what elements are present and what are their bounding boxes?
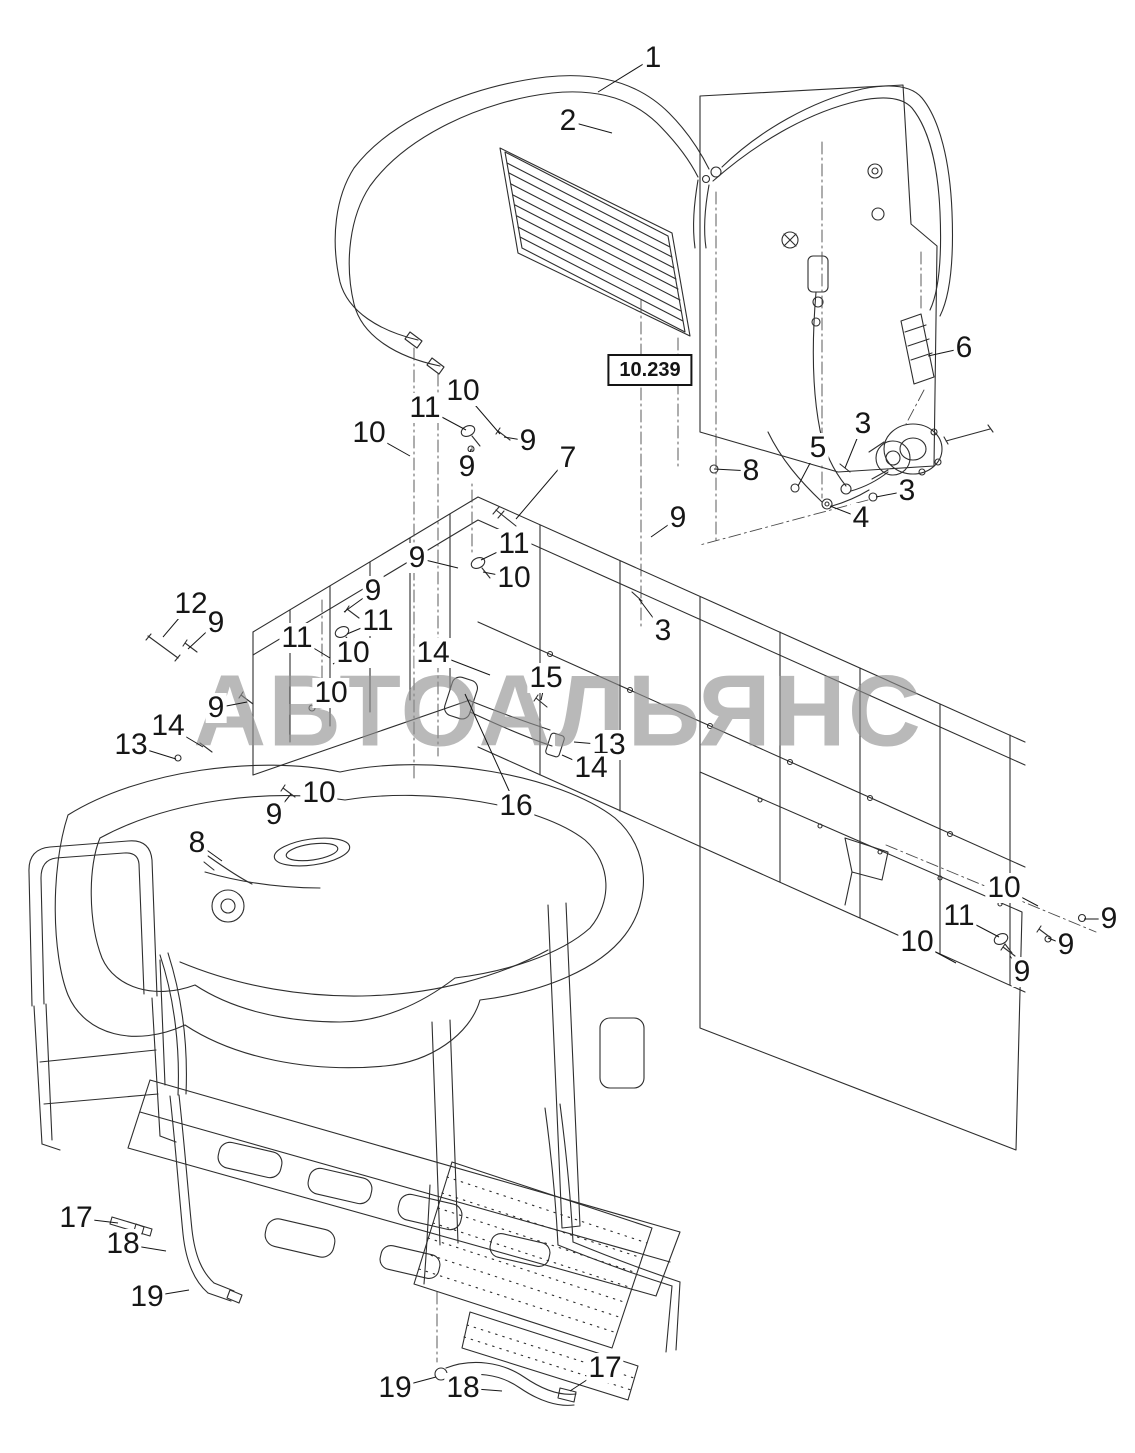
leader-line — [167, 725, 204, 748]
leader-line — [162, 603, 192, 638]
leader-line — [482, 571, 515, 579]
leader-line — [122, 1243, 167, 1252]
leader-line — [829, 505, 862, 519]
leader-line — [130, 744, 177, 760]
leader-line — [569, 1367, 606, 1392]
leader-line — [416, 557, 459, 569]
cab-structure — [127, 902, 681, 1297]
leader-line — [597, 57, 654, 93]
leader-line — [573, 741, 610, 746]
leader-line — [503, 436, 529, 442]
step-platform — [413, 1103, 681, 1401]
leader-line — [480, 543, 515, 561]
leader-line — [916, 941, 957, 964]
cab-roof — [54, 764, 644, 1069]
leader-line — [462, 1387, 503, 1392]
leader-line — [567, 120, 613, 134]
leader-line — [300, 780, 320, 794]
leader-line — [1047, 937, 1067, 946]
leader-line — [464, 693, 517, 807]
leader-line — [273, 793, 292, 816]
leader-line — [394, 1376, 437, 1389]
leader-line — [346, 620, 379, 635]
rear-panel — [699, 84, 938, 503]
condenser-core — [499, 147, 691, 337]
side-panel — [599, 771, 1023, 1151]
leader-line — [432, 652, 491, 676]
leader-line — [343, 590, 374, 613]
leader-line — [958, 915, 1000, 938]
leader-line — [927, 347, 965, 357]
reference-box: 10.239 — [607, 354, 693, 386]
leader-line — [75, 1217, 119, 1224]
leader-line — [797, 447, 819, 487]
leader-line — [332, 652, 354, 665]
leader-line — [638, 598, 664, 632]
leader-line — [424, 407, 467, 431]
rear-frame — [252, 496, 1026, 993]
leader-line — [1003, 887, 1039, 907]
leader-line — [875, 490, 908, 498]
leader-line — [296, 637, 331, 659]
leader-line — [844, 423, 864, 469]
leader-line — [466, 448, 472, 468]
leader-line — [196, 842, 223, 862]
leader-line — [650, 517, 679, 538]
leader-line — [146, 1289, 190, 1298]
leader-line — [368, 432, 411, 457]
leader-line — [540, 677, 547, 701]
handrail — [28, 840, 177, 1151]
leader-line — [215, 701, 248, 709]
leader-line — [1009, 955, 1023, 973]
leader-line — [713, 468, 752, 472]
leader-line — [311, 692, 332, 707]
leader-line — [561, 754, 592, 769]
compressor — [790, 423, 994, 510]
ac-hose-loop — [334, 75, 954, 375]
leader-line — [515, 457, 569, 520]
receiver-drier — [900, 313, 935, 385]
leader-line — [462, 390, 501, 435]
leader-line — [187, 622, 217, 650]
